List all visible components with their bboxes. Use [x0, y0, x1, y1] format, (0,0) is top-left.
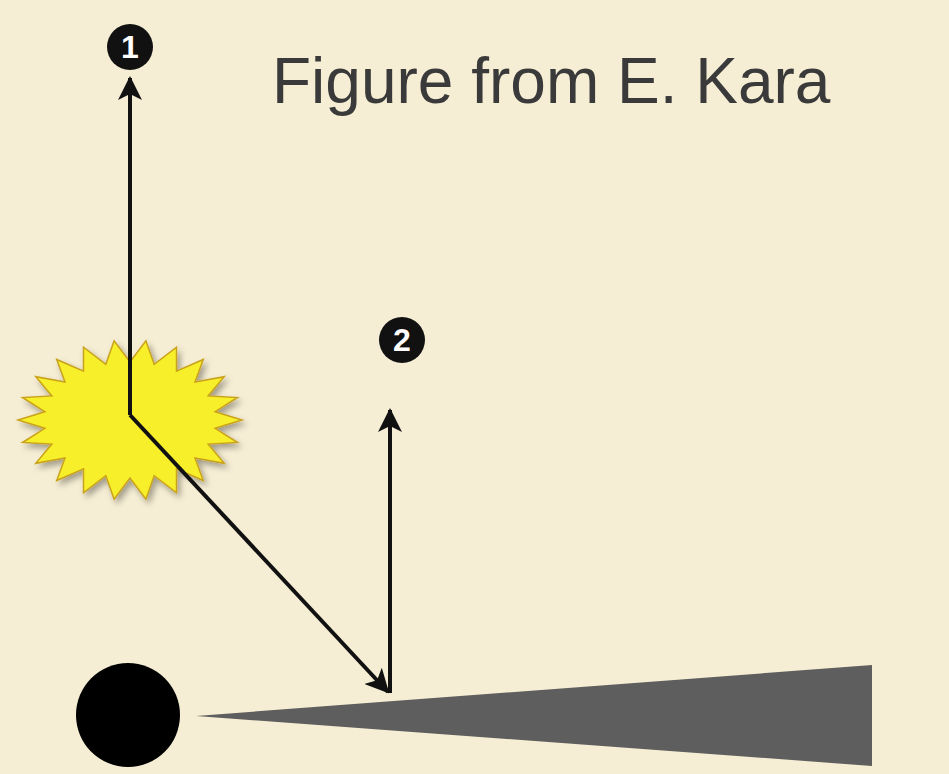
black-hole: [76, 663, 180, 767]
direct-ray: [128, 78, 132, 415]
reflected-ray: [388, 410, 392, 693]
accretion-disc: [196, 665, 872, 766]
callout-number: 2: [379, 317, 425, 363]
callout-number: 1: [107, 24, 153, 70]
incident-ray: [130, 415, 388, 692]
credit-note: Figure from E. Kara: [272, 49, 830, 113]
